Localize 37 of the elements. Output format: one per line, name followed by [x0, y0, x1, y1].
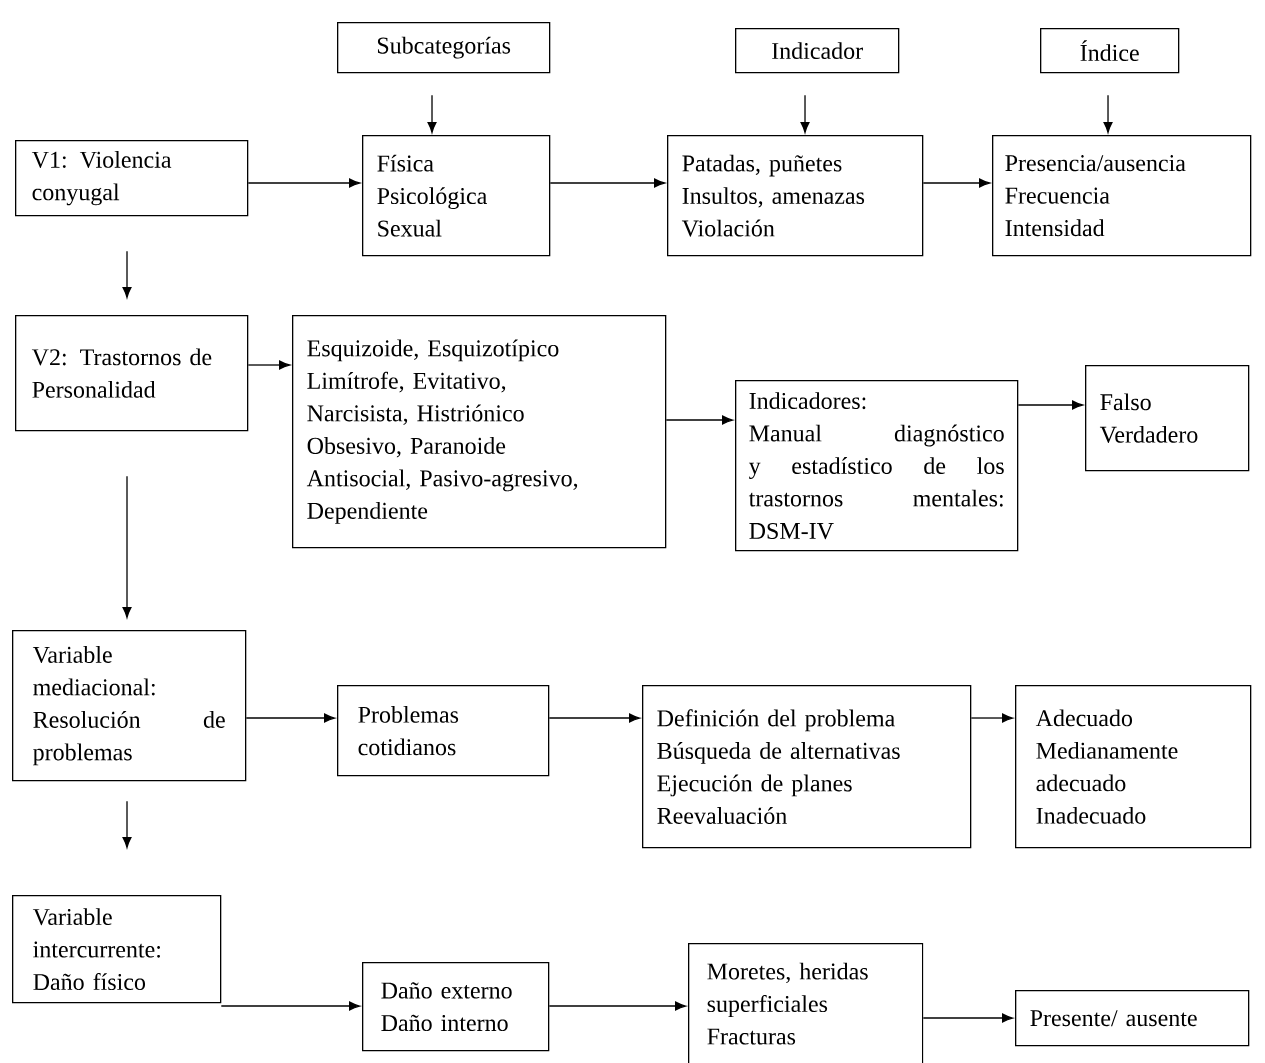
arrow: [427, 94, 437, 134]
list-box: Definición del problema Búsqueda de alternativas Ejecución de planes Reevaluación: [642, 685, 972, 849]
arrow: [245, 713, 336, 723]
arrow: [548, 713, 641, 723]
list-box: Adecuado Medianamente adecuado Inadecuado: [1015, 685, 1252, 849]
arrow: [665, 415, 734, 425]
list-box: Daño externo Daño interno: [362, 962, 550, 1052]
arrow: [922, 1013, 1014, 1023]
category-box: Indicador: [735, 28, 900, 74]
arrow: [122, 800, 132, 849]
variable-box: V2: Trastornos de Personalidad: [15, 315, 249, 432]
list-box: Problemas cotidianos: [337, 685, 550, 777]
arrow: [122, 475, 132, 619]
arrow: [247, 360, 291, 370]
list-box: Física Psicológica Sexual: [362, 135, 551, 257]
arrow: [548, 1001, 687, 1011]
arrow: [1103, 94, 1113, 134]
arrow: [549, 178, 666, 188]
arrow: [922, 178, 991, 188]
arrow: [970, 713, 1014, 723]
variable-box: V1: Violencia conyugal: [15, 140, 249, 217]
arrow: [122, 250, 132, 299]
list-box: Presencia/ausencia Frecuencia Intensidad: [992, 135, 1252, 257]
variable-box: Variable intercurrente: Daño físico: [12, 895, 222, 1004]
list-box: Presente/ ausente: [1015, 990, 1250, 1047]
category-box: Índice: [1040, 28, 1180, 74]
variable-box: Variable mediacional: Resolución de problemas: [12, 630, 247, 782]
arrow: [220, 1001, 361, 1011]
list-box: Patadas, puñetes Insultos, amenazas Violación: [667, 135, 924, 257]
list-box: Falso Verdadero: [1085, 365, 1250, 472]
category-box: Subcategorías: [337, 22, 551, 74]
list-box: Indicadores: Manual diagnóstico y estadístico de los trastornos mentales: DSM-IV: [735, 380, 1019, 552]
arrow: [1017, 400, 1084, 410]
arrow: [800, 94, 810, 134]
arrow: [247, 178, 361, 188]
list-box: Esquizoide, Esquizotípico Limítrofe, Evitativo, Narcisista, Histriónico Obsesivo, Paranoide Antisocial, Pasivo-agresivo, Dependiente: [292, 315, 667, 549]
list-box: Moretes, heridas superficiales Fracturas: [688, 943, 924, 1063]
